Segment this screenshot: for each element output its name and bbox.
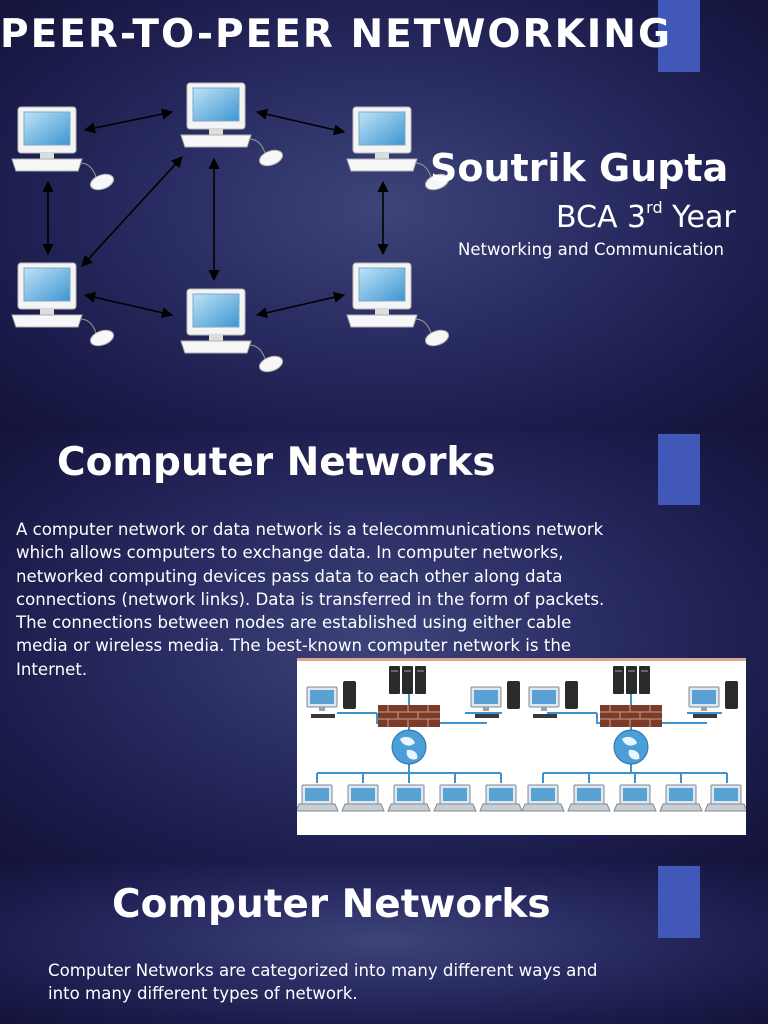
subject-name: Networking and Communication	[458, 240, 724, 259]
laptop-icon	[387, 784, 431, 812]
server-icon	[613, 666, 650, 694]
server-icon	[389, 666, 426, 694]
author-name: Soutrik Gupta	[430, 146, 729, 190]
globe-icon	[613, 729, 649, 765]
slide-network-types: Computer Networks Computer Networks are …	[0, 864, 768, 1024]
slide-title: Computer Networks	[57, 440, 496, 485]
computer-icon	[11, 262, 117, 350]
accent-bar	[658, 0, 700, 72]
laptop-icon	[297, 784, 339, 812]
firewall-icon	[599, 704, 663, 728]
network-topology-image	[297, 658, 746, 835]
laptop-icon	[659, 784, 703, 812]
p2p-network-diagram	[11, 82, 450, 376]
laptop-icon	[479, 784, 523, 812]
globe-icon	[391, 729, 427, 765]
laptop-icon	[704, 784, 746, 812]
computer-icon	[180, 82, 286, 170]
accent-bar	[658, 434, 700, 505]
firewall-icon	[377, 704, 441, 728]
slide-body-text: A computer network or data network is a …	[16, 520, 605, 679]
slide-body-text: Computer Networks are categorized into m…	[48, 961, 598, 1004]
laptop-icon	[433, 784, 477, 812]
computer-icon	[11, 106, 117, 194]
laptop-icon	[341, 784, 385, 812]
laptop-icon	[521, 784, 565, 812]
slide-peer-to-peer: PEER-TO-PEER NETWORKING	[0, 0, 768, 432]
computer-icon	[180, 288, 286, 376]
slide-computer-networks: Computer Networks A computer network or …	[0, 432, 768, 864]
accent-bar	[658, 866, 700, 938]
computer-icon	[346, 262, 450, 350]
slide-title: PEER-TO-PEER NETWORKING	[0, 12, 672, 57]
laptop-icon	[613, 784, 657, 812]
course-year: BCA 3rd Year	[556, 198, 736, 235]
laptop-icon	[567, 784, 611, 812]
slide-title: Computer Networks	[112, 882, 551, 927]
